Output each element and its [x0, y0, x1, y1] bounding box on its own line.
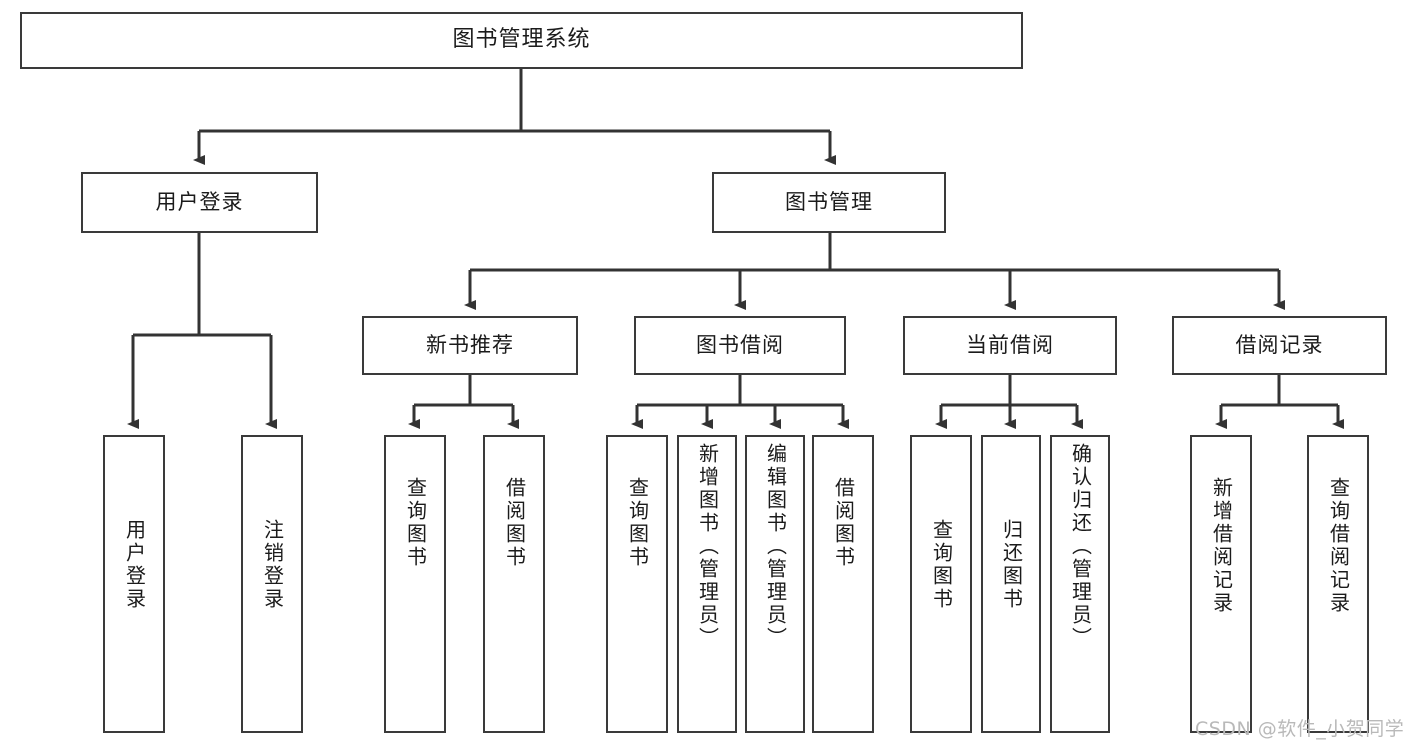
leaf-book-borrow-borrow-book[interactable]: 借阅图书: [812, 435, 874, 733]
leaf-book-borrow-edit-book-admin[interactable]: 编辑图书（管理员）: [745, 435, 805, 733]
leaf-borrow-records-query-record[interactable]: 查询借阅记录: [1307, 435, 1369, 733]
leaf-user-login-login[interactable]: 用户登录: [103, 435, 165, 733]
leaf-current-borrow-confirm-return-admin[interactable]: 确认归还（管理员）: [1050, 435, 1110, 733]
node-label: 用户登录: [155, 189, 244, 214]
node-label: 查询图书: [403, 477, 428, 569]
node-label: 用户登录: [122, 519, 147, 611]
leaf-borrow-records-add-record[interactable]: 新增借阅记录: [1190, 435, 1252, 733]
node-label: 借阅图书: [502, 477, 527, 569]
csdn-watermark: CSDN @软件_小贺同学: [1195, 718, 1405, 740]
node-label: 查询借阅记录: [1326, 477, 1351, 615]
node-label: 借阅图书: [831, 477, 856, 569]
node-label: 当前借阅: [966, 332, 1054, 357]
leaf-current-borrow-query-book[interactable]: 查询图书: [910, 435, 972, 733]
leaf-current-borrow-return-book[interactable]: 归还图书: [981, 435, 1041, 733]
node-label: 归还图书: [999, 519, 1024, 611]
node-label: 新书推荐: [426, 332, 514, 357]
leaf-new-book-query-book[interactable]: 查询图书: [384, 435, 446, 733]
leaf-book-borrow-query-book[interactable]: 查询图书: [606, 435, 668, 733]
node-label: 新增图书（管理员）: [695, 443, 720, 650]
node-book-borrow[interactable]: 图书借阅: [634, 316, 846, 375]
leaf-new-book-borrow-book[interactable]: 借阅图书: [483, 435, 545, 733]
node-new-book-recommend[interactable]: 新书推荐: [362, 316, 578, 375]
node-label: 编辑图书（管理员）: [763, 443, 788, 650]
node-label: 查询图书: [929, 519, 954, 611]
node-label: 图书管理系统: [452, 27, 591, 53]
node-label: 查询图书: [625, 477, 650, 569]
node-label: 确认归还（管理员）: [1068, 443, 1093, 650]
node-book-management[interactable]: 图书管理: [712, 172, 946, 233]
node-label: 图书借阅: [696, 332, 784, 357]
node-label: 注销登录: [260, 519, 285, 611]
node-label: 新增借阅记录: [1209, 477, 1234, 615]
node-label: 借阅记录: [1235, 332, 1324, 357]
node-user-login[interactable]: 用户登录: [81, 172, 318, 233]
node-borrow-records[interactable]: 借阅记录: [1172, 316, 1387, 375]
node-current-borrow[interactable]: 当前借阅: [903, 316, 1117, 375]
leaf-user-login-logout[interactable]: 注销登录: [241, 435, 303, 733]
leaf-book-borrow-add-book-admin[interactable]: 新增图书（管理员）: [677, 435, 737, 733]
node-root-book-management-system[interactable]: 图书管理系统: [20, 12, 1023, 69]
node-label: 图书管理: [785, 189, 873, 214]
